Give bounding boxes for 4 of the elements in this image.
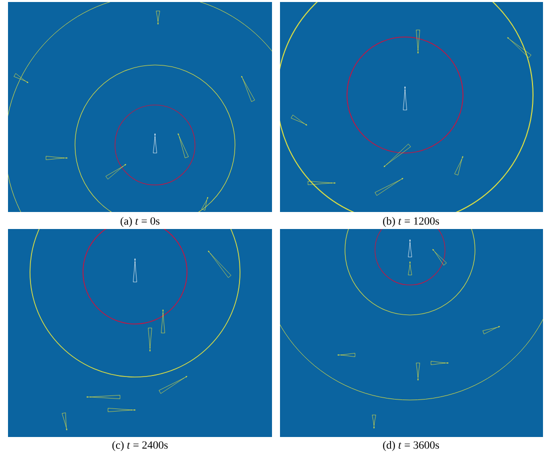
panel-caption: (a) t = 0s bbox=[120, 217, 160, 227]
panel-caption: (d) t = 3600s bbox=[383, 441, 439, 451]
panel-caption: (b) t = 1200s bbox=[383, 217, 439, 227]
panel-caption: (c) t = 2400s bbox=[112, 441, 168, 451]
